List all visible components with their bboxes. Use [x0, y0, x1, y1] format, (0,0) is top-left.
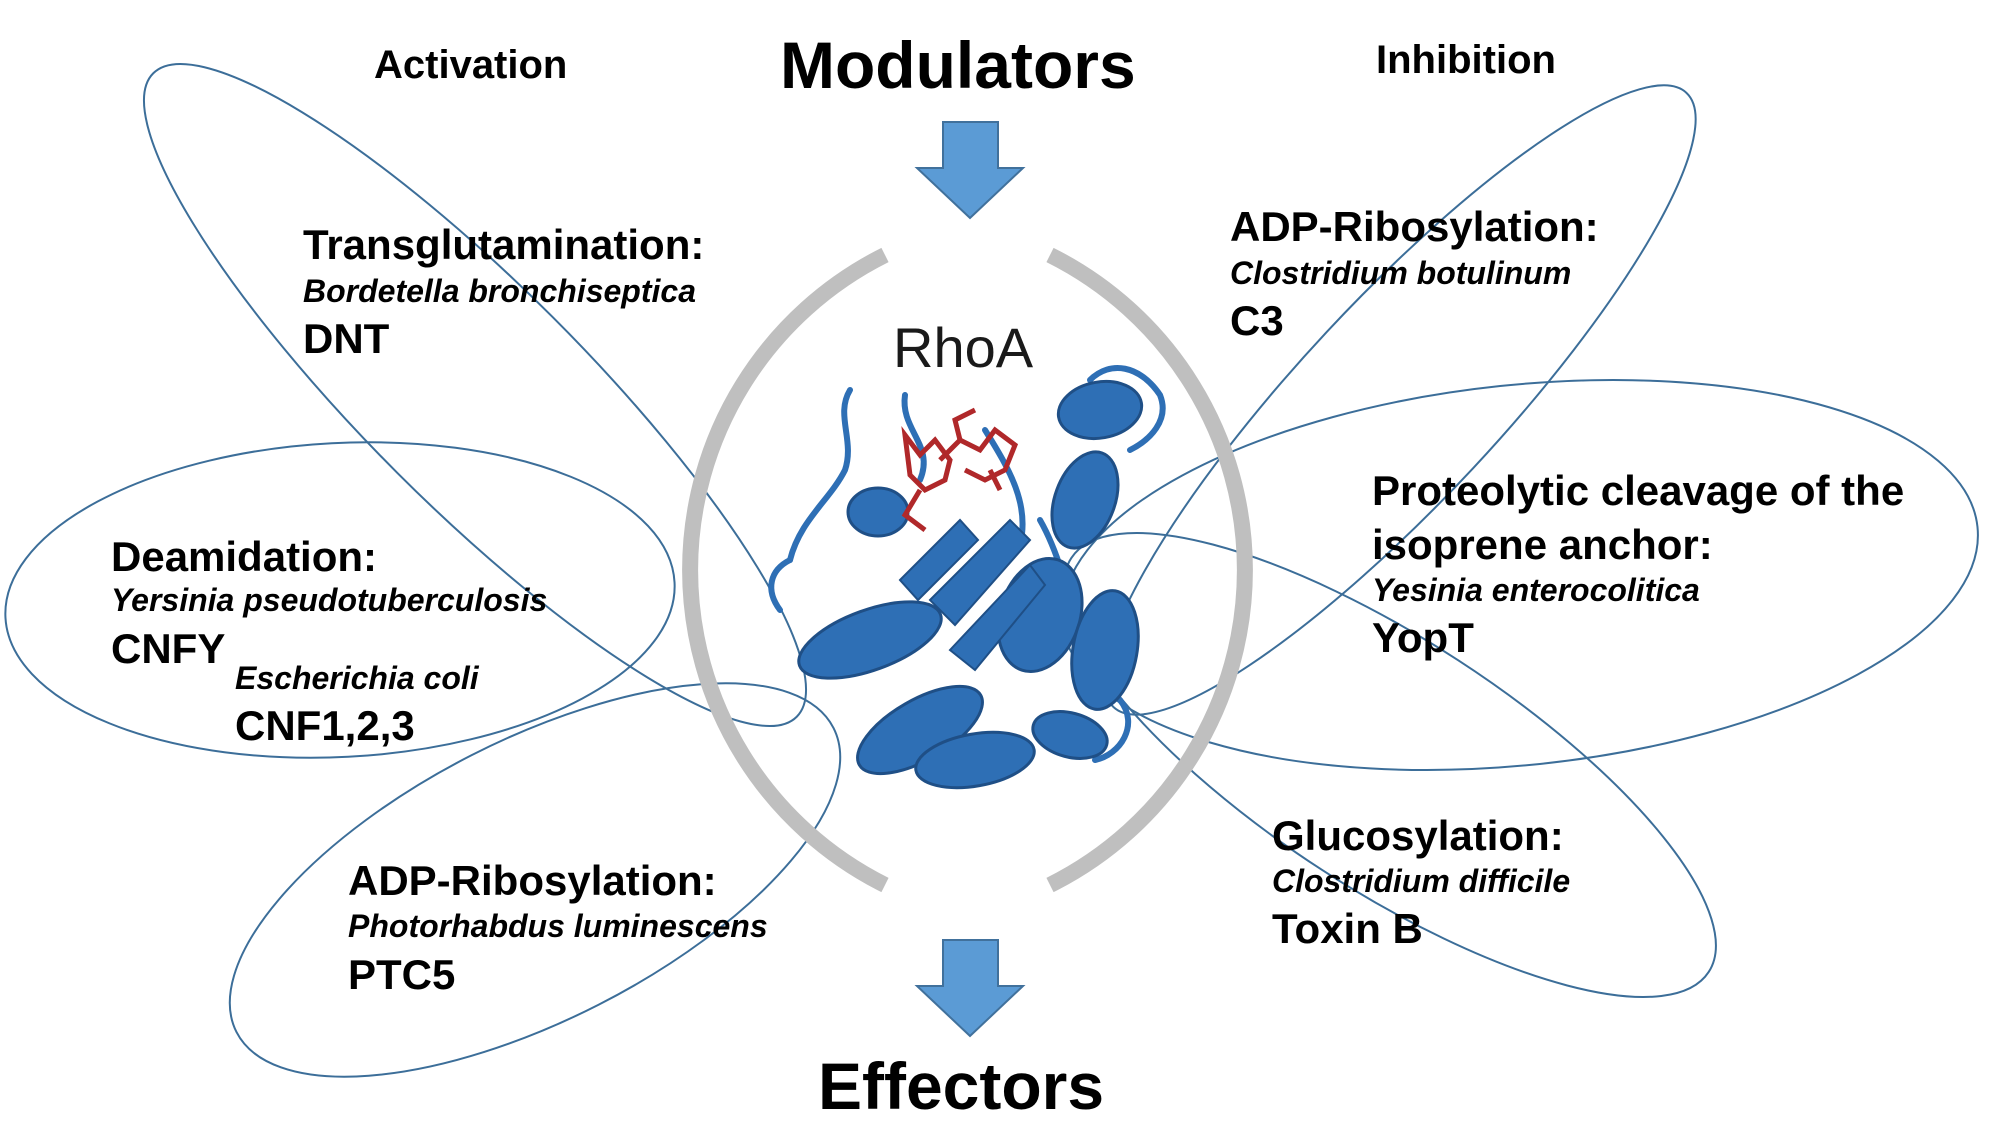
protein-helices	[797, 379, 1144, 790]
glucosylation-title: Glucosylation:	[1272, 812, 1564, 859]
transglutamination-organism: Bordetella bronchiseptica	[303, 273, 696, 309]
rhoa-label: RhoA	[893, 316, 1034, 379]
deamidation-toxin: CNFY	[111, 625, 226, 672]
ring-left-arc	[682, 247, 889, 893]
ellipse-glucosylation	[1063, 532, 1717, 998]
deamidation-organism-2: Escherichia coli	[235, 660, 479, 696]
transglutamination-title: Transglutamination:	[303, 221, 705, 268]
ring-right-arc	[1046, 247, 1253, 893]
ellipse-adp-ribosylation-activation	[228, 682, 842, 1078]
effectors-arrow	[914, 939, 1026, 1038]
proteolytic-cleavage-organism: Yesinia enterocolitica	[1372, 572, 1700, 608]
modulators-arrow	[914, 121, 1026, 220]
proteolytic-cleavage-title-line1: Proteolytic cleavage of the	[1372, 467, 1905, 514]
rhoa-ring	[682, 247, 1253, 893]
glucosylation-organism: Clostridium difficile	[1272, 863, 1571, 899]
deamidation-title: Deamidation:	[111, 533, 378, 580]
modulators-title: Modulators	[780, 28, 1136, 102]
glucosylation-toxin: Toxin B	[1272, 905, 1423, 952]
adp-ribosylation-inhibition-organism: Clostridium botulinum	[1230, 255, 1572, 291]
adp-ribosylation-inhibition-title: ADP-Ribosylation:	[1230, 203, 1599, 250]
ellipse-deamidation	[4, 441, 676, 759]
transglutamination-toxin: DNT	[303, 315, 390, 362]
inhibition-header: Inhibition	[1376, 38, 1556, 82]
ellipse-adp-ribosylation-inhibition	[1103, 84, 1697, 716]
effectors-title: Effectors	[818, 1049, 1105, 1123]
adp-ribosylation-inhibition-toxin: C3	[1230, 297, 1284, 344]
ellipse-transglutamination	[142, 62, 808, 728]
adp-ribosylation-activation-organism: Photorhabdus luminescens	[348, 908, 768, 944]
adp-ribosylation-activation-title: ADP-Ribosylation:	[348, 857, 717, 904]
gtp-ligand	[901, 407, 1019, 532]
deamidation-toxin-2: CNF1,2,3	[235, 702, 415, 749]
protein-sheets	[898, 518, 1047, 672]
activation-header: Activation	[374, 43, 568, 87]
rhoa-protein-structure	[768, 365, 1166, 790]
deamidation-organism: Yersinia pseudotuberculosis	[111, 582, 548, 618]
flow-arrows	[914, 121, 1026, 1038]
adp-ribosylation-activation-toxin: PTC5	[348, 951, 456, 998]
proteolytic-cleavage-title-line2: isoprene anchor:	[1372, 521, 1713, 568]
proteolytic-cleavage-toxin: YopT	[1372, 614, 1474, 661]
